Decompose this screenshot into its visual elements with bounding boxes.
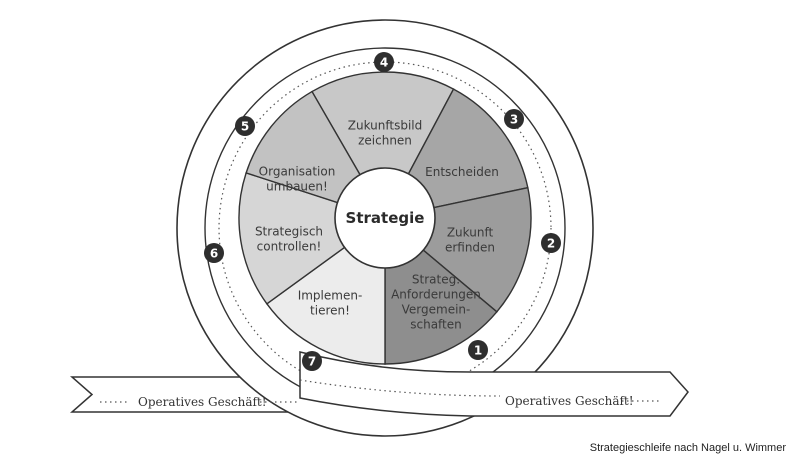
wheel-segment-label: Entscheiden — [425, 165, 499, 179]
band-right-label: Operatives Geschäft! — [505, 394, 634, 408]
number-badge — [235, 116, 255, 136]
wheel-segment-label-line: Strateg. — [412, 273, 460, 287]
number-badge-text: 3 — [510, 113, 518, 127]
wheel-segment-label-line: Entscheiden — [425, 165, 499, 179]
wheel-segment-label-line: umbauen! — [266, 180, 328, 194]
wheel-segment-label-line: Zukunft — [447, 226, 494, 240]
number-badge-text: 5 — [241, 120, 249, 134]
number-badge-text: 4 — [380, 56, 388, 70]
wheel-segment-label-line: zeichnen — [358, 134, 412, 148]
wheel-segment-label-line: tieren! — [310, 304, 350, 318]
center-circle — [334, 167, 436, 269]
loop-number-1: 1 — [468, 340, 488, 360]
band-right-shape — [299, 351, 689, 417]
wheel-segment-label-line: schaften — [410, 318, 462, 332]
number-badge — [541, 233, 561, 253]
loop-number-5: 5 — [235, 116, 255, 136]
number-badge — [374, 52, 394, 72]
loop-number-4: 4 — [374, 52, 394, 72]
center-label: Strategie — [346, 209, 425, 227]
loop-number-3: 3 — [504, 109, 524, 129]
wheel-segment-label-line: Zukunftsbild — [348, 119, 423, 133]
number-badge-text: 1 — [474, 344, 482, 358]
wheel-segment-label-line: Anforderungen — [391, 288, 481, 302]
number-badge-text: 7 — [308, 355, 316, 369]
number-badge — [302, 351, 322, 371]
wheel-segment-label: Implemen-tieren! — [298, 289, 363, 318]
loop-number-7: 7 — [302, 351, 322, 371]
figure-caption: Strategieschleife nach Nagel u. Wimmer — [589, 442, 786, 454]
loop-number-2: 2 — [541, 233, 561, 253]
loop-number-6: 6 — [204, 243, 224, 263]
wheel-segment-label-line: Implemen- — [298, 289, 363, 303]
loop-number-markers: 1 2 3 4 5 6 7 — [204, 52, 561, 371]
number-badge — [504, 109, 524, 129]
number-badge — [204, 243, 224, 263]
number-badge — [468, 340, 488, 360]
wheel-segment-label-line: Vergemein- — [402, 303, 471, 317]
wheel-segment-label-line: Organisation — [259, 165, 336, 179]
band-left-label: Operatives Geschäft! — [138, 395, 267, 409]
band-right-dots — [299, 379, 501, 397]
wheel-segment-label-line: controllen! — [257, 240, 322, 254]
number-badge-text: 2 — [547, 237, 555, 251]
wheel-segment-label-line: erfinden — [445, 241, 495, 255]
number-badge-text: 6 — [210, 247, 218, 261]
wheel-segment-label-line: Strategisch — [255, 225, 323, 239]
wheel-segment — [311, 71, 455, 220]
wheel-segment — [238, 172, 387, 305]
